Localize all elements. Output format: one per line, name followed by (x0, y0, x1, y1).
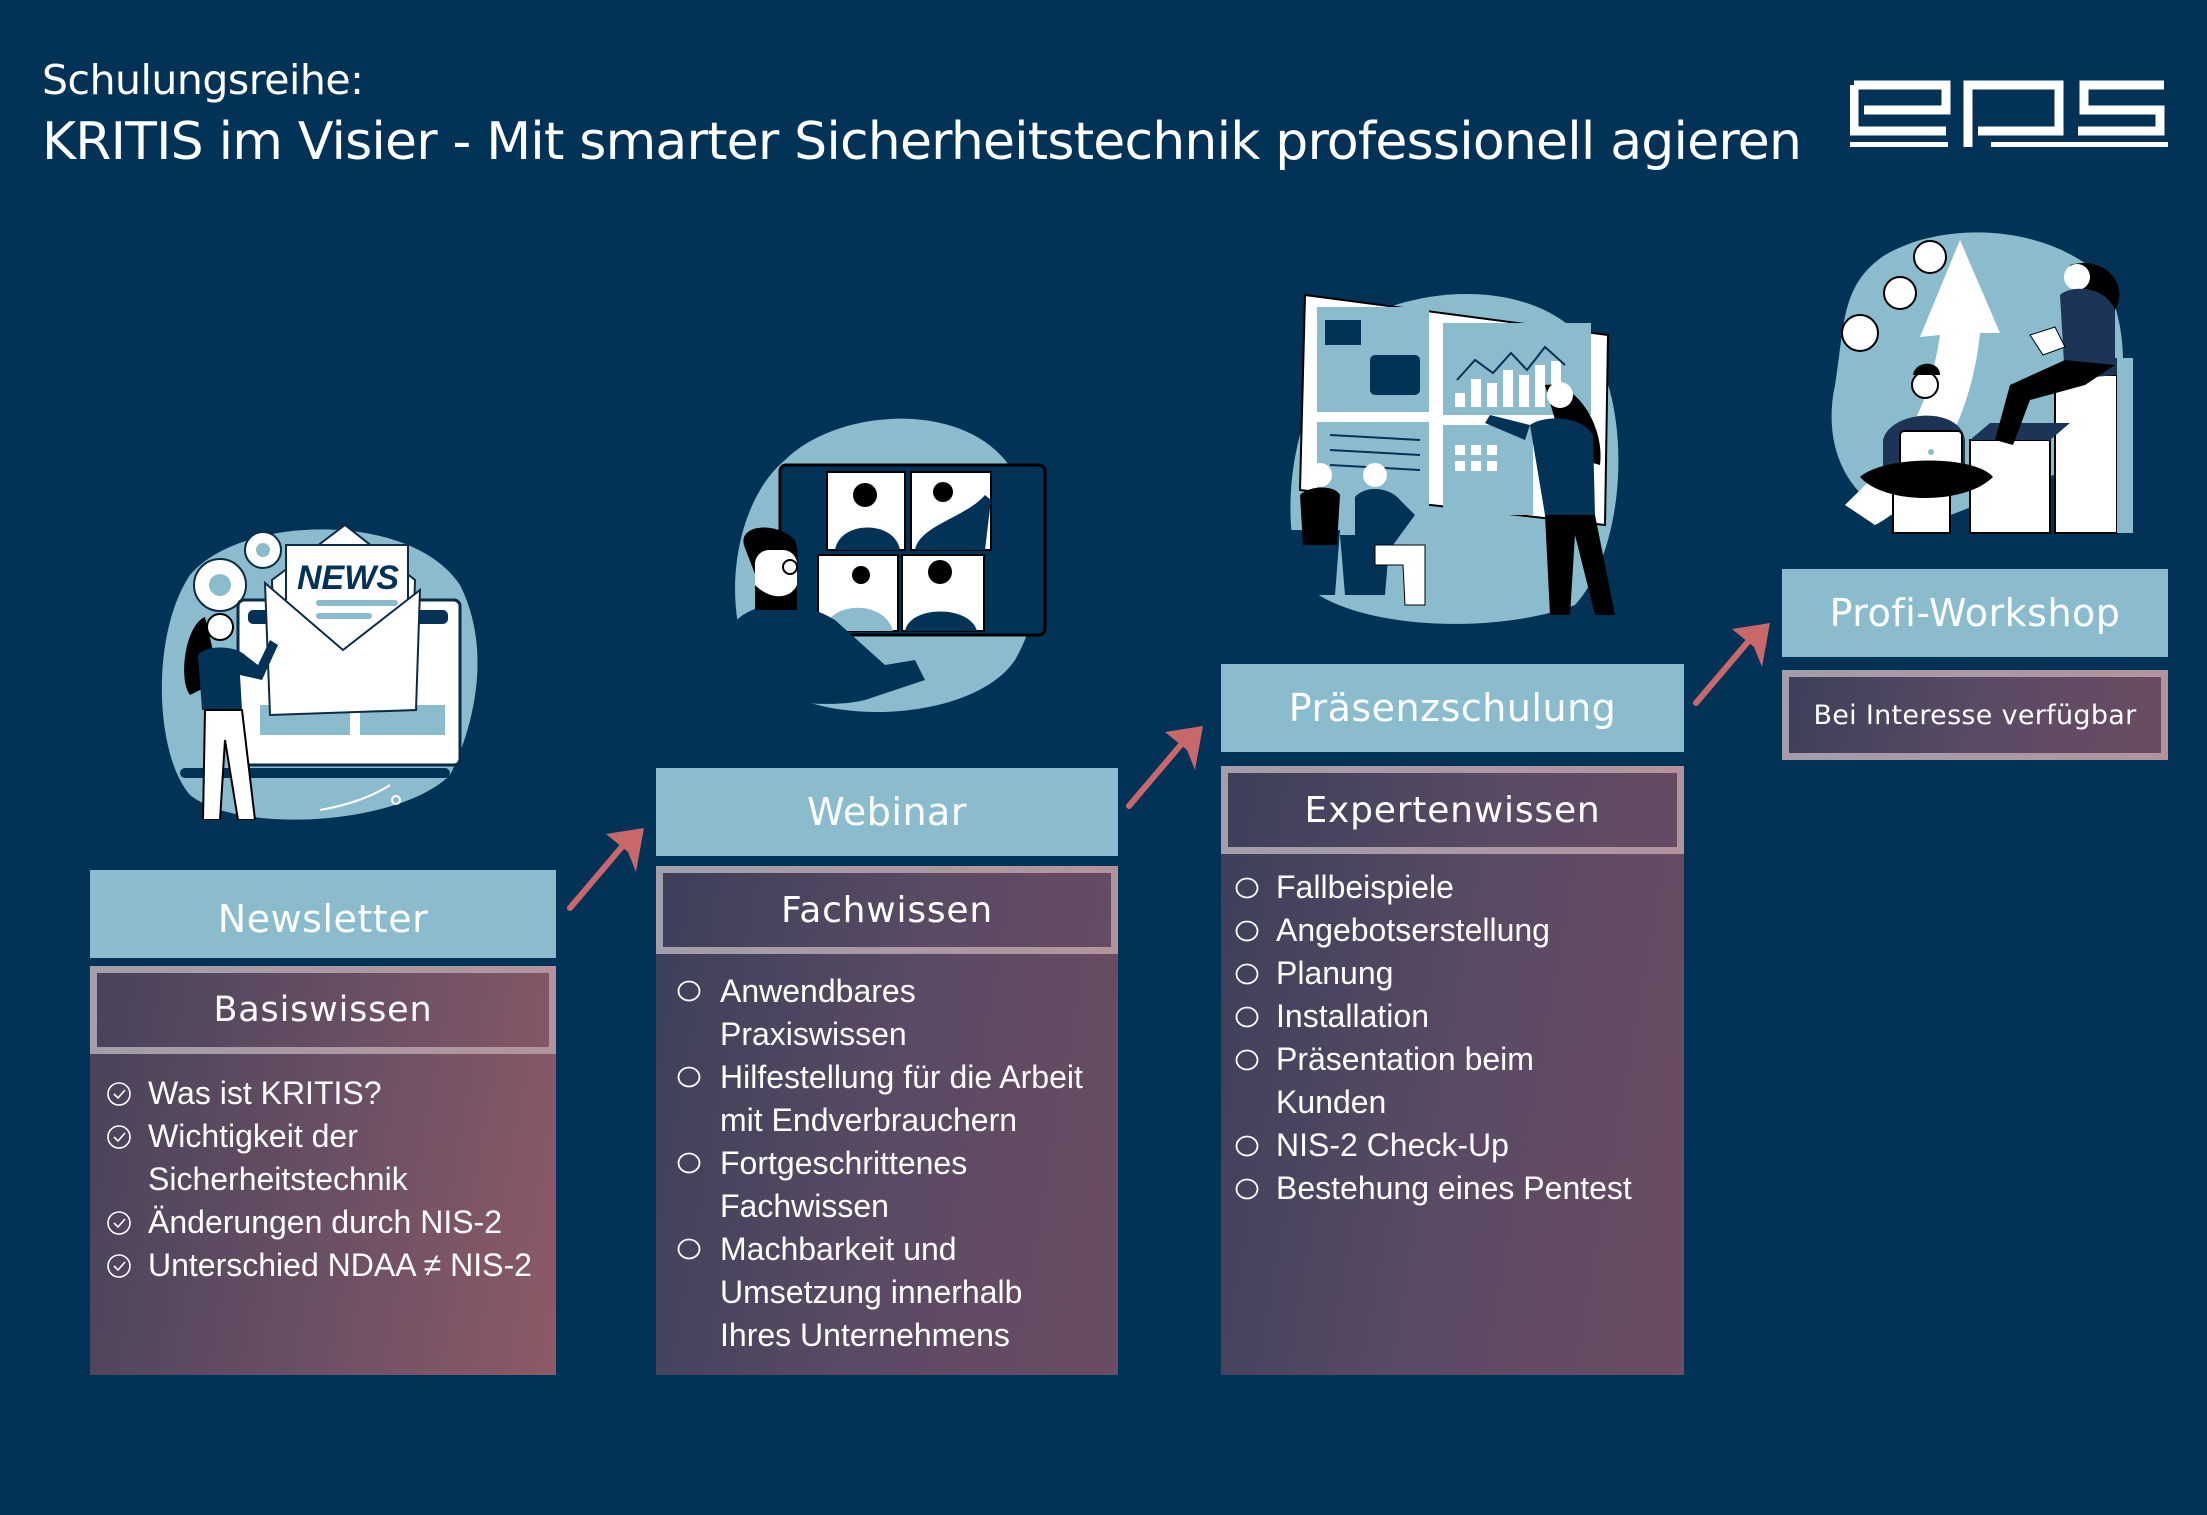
step-body-webinar: Fachwissen Anwendbares Praxiswissen Hilf… (656, 866, 1118, 1375)
circle-icon (1235, 877, 1259, 899)
list-item: Angebotserstellung (1235, 909, 1676, 952)
series-label: Schulungsreihe: (42, 56, 364, 104)
list-item: Wichtigkeit der Sicherheitstechnik (106, 1115, 408, 1201)
circle-icon (1235, 1178, 1259, 1200)
circle-icon (677, 1238, 701, 1260)
check-circle-icon (107, 1211, 131, 1235)
step-arrow-icon (1126, 726, 1203, 809)
step-header-profi-workshop: Profi-Workshop (1782, 569, 2168, 657)
circle-icon (677, 1066, 701, 1088)
list-item: Fallbeispiele (1235, 866, 1676, 909)
circle-icon (1235, 1006, 1259, 1028)
list-item: Hilfestellung für die Arbeit mit Endverb… (677, 1056, 1110, 1142)
circle-icon (677, 980, 701, 1002)
presentation-dashboard-illustration (1290, 293, 1619, 624)
step-body-newsletter: Basiswissen Was ist KRITIS? Wichtigkeit … (90, 966, 556, 1375)
step-body-profi-workshop: Bei Interesse verfügbar (1782, 670, 2168, 760)
step-level-basiswissen: Basiswissen (90, 966, 556, 1054)
newsletter-envelope-illustration: NEWS (161, 523, 478, 827)
list-item: Fortgeschrittenes Fachwissen (677, 1142, 1020, 1228)
list-item: Anwendbares Praxiswissen (677, 970, 1020, 1056)
eps-logo (1850, 80, 2168, 147)
list-item: Änderungen durch NIS-2 (106, 1201, 556, 1244)
step-availability-note: Bei Interesse verfügbar (1782, 670, 2168, 760)
step-header-webinar: Webinar (656, 768, 1118, 856)
check-circle-icon (107, 1082, 131, 1106)
list-item: Unterschied NDAA ≠ NIS-2 (106, 1244, 556, 1287)
step-level-fachwissen: Fachwissen (656, 866, 1118, 954)
news-label: NEWS (297, 559, 399, 597)
step-arrow-icon (1693, 623, 1770, 706)
step-arrow-icon (567, 828, 644, 911)
list-item: Präsentation beim Kunden (1235, 1038, 1576, 1124)
check-circle-icon (107, 1254, 131, 1278)
list-item: Machbarkeit und Umsetzung innerhalb Ihre… (677, 1228, 1060, 1357)
praesenz-topic-list: Fallbeispiele Angebotserstellung Planung… (1235, 866, 1676, 1210)
circle-icon (1235, 1135, 1259, 1157)
circle-icon (1235, 963, 1259, 985)
newsletter-topic-list: Was ist KRITIS? Wichtigkeit der Sicherhe… (106, 1072, 556, 1287)
step-level-expertenwissen: Expertenwissen (1221, 766, 1684, 854)
list-item: Installation (1235, 995, 1676, 1038)
step-body-praesenzschulung: Expertenwissen Fallbeispiele Angebotsers… (1221, 766, 1684, 1375)
list-item: Bestehung eines Pentest (1235, 1167, 1676, 1210)
list-item: Was ist KRITIS? (106, 1072, 556, 1115)
circle-icon (1235, 1049, 1259, 1071)
page-title: KRITIS im Visier - Mit smarter Sicherhei… (42, 112, 1802, 172)
circle-icon (1235, 920, 1259, 942)
step-header-newsletter: Newsletter (90, 870, 556, 958)
list-item: Planung (1235, 952, 1676, 995)
step-header-praesenzschulung: Präsenzschulung (1221, 664, 1684, 752)
circle-icon (677, 1152, 701, 1174)
webinar-topic-list: Anwendbares Praxiswissen Hilfestellung f… (677, 970, 1110, 1357)
list-item: NIS-2 Check-Up (1235, 1124, 1676, 1167)
check-circle-icon (107, 1125, 131, 1149)
video-conference-illustration (725, 418, 1047, 713)
growth-steps-illustration (1831, 232, 2133, 534)
